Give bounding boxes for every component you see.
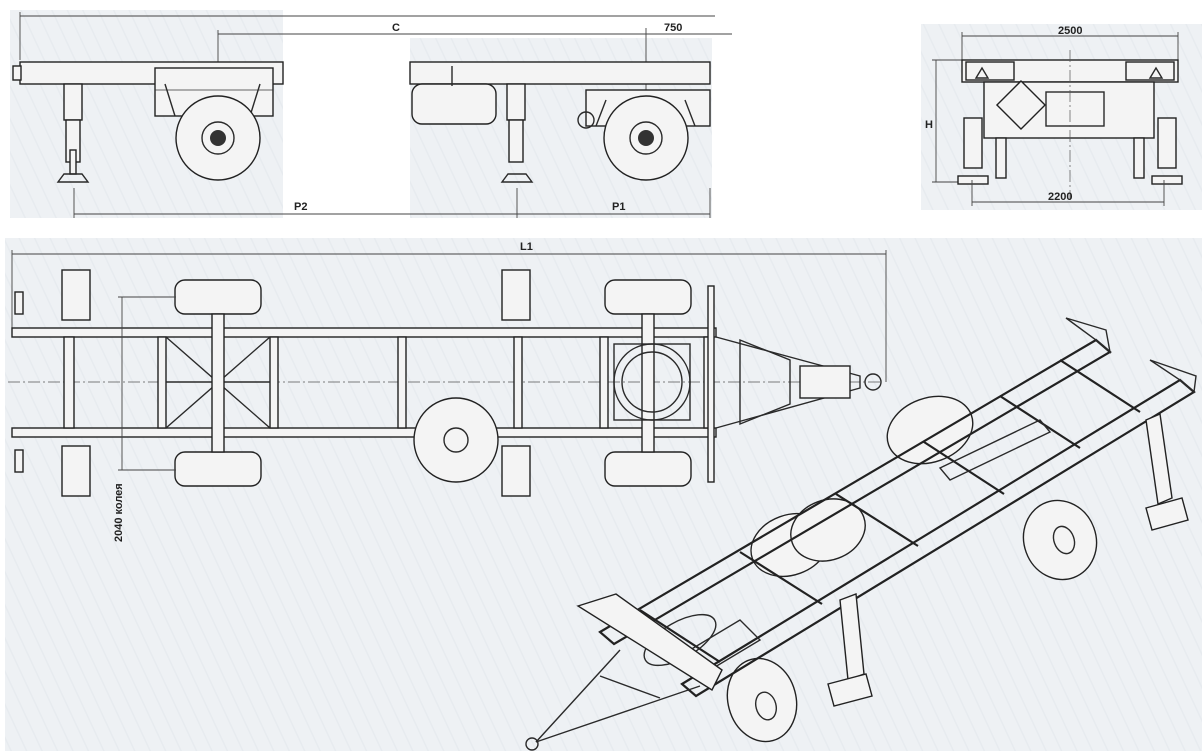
dim-c-label: C [392, 22, 400, 34]
side-view: C 750 [12, 12, 732, 218]
rear-view: 2500 H 2200 [925, 25, 1183, 206]
dim-h-label: H [925, 119, 933, 131]
dim-p2-label: P2 [294, 201, 307, 213]
dim-p1-label: P1 [612, 201, 625, 213]
dim-2200-label: 2200 [1048, 191, 1072, 203]
dim-l1-label: L1 [520, 241, 533, 253]
dim-2040-label: 2040 колея [113, 483, 125, 542]
isometric-view [525, 317, 1197, 751]
plan-view: L1 [8, 241, 887, 542]
dim-750-label: 750 [664, 22, 682, 34]
dim-2500-label: 2500 [1058, 25, 1082, 37]
